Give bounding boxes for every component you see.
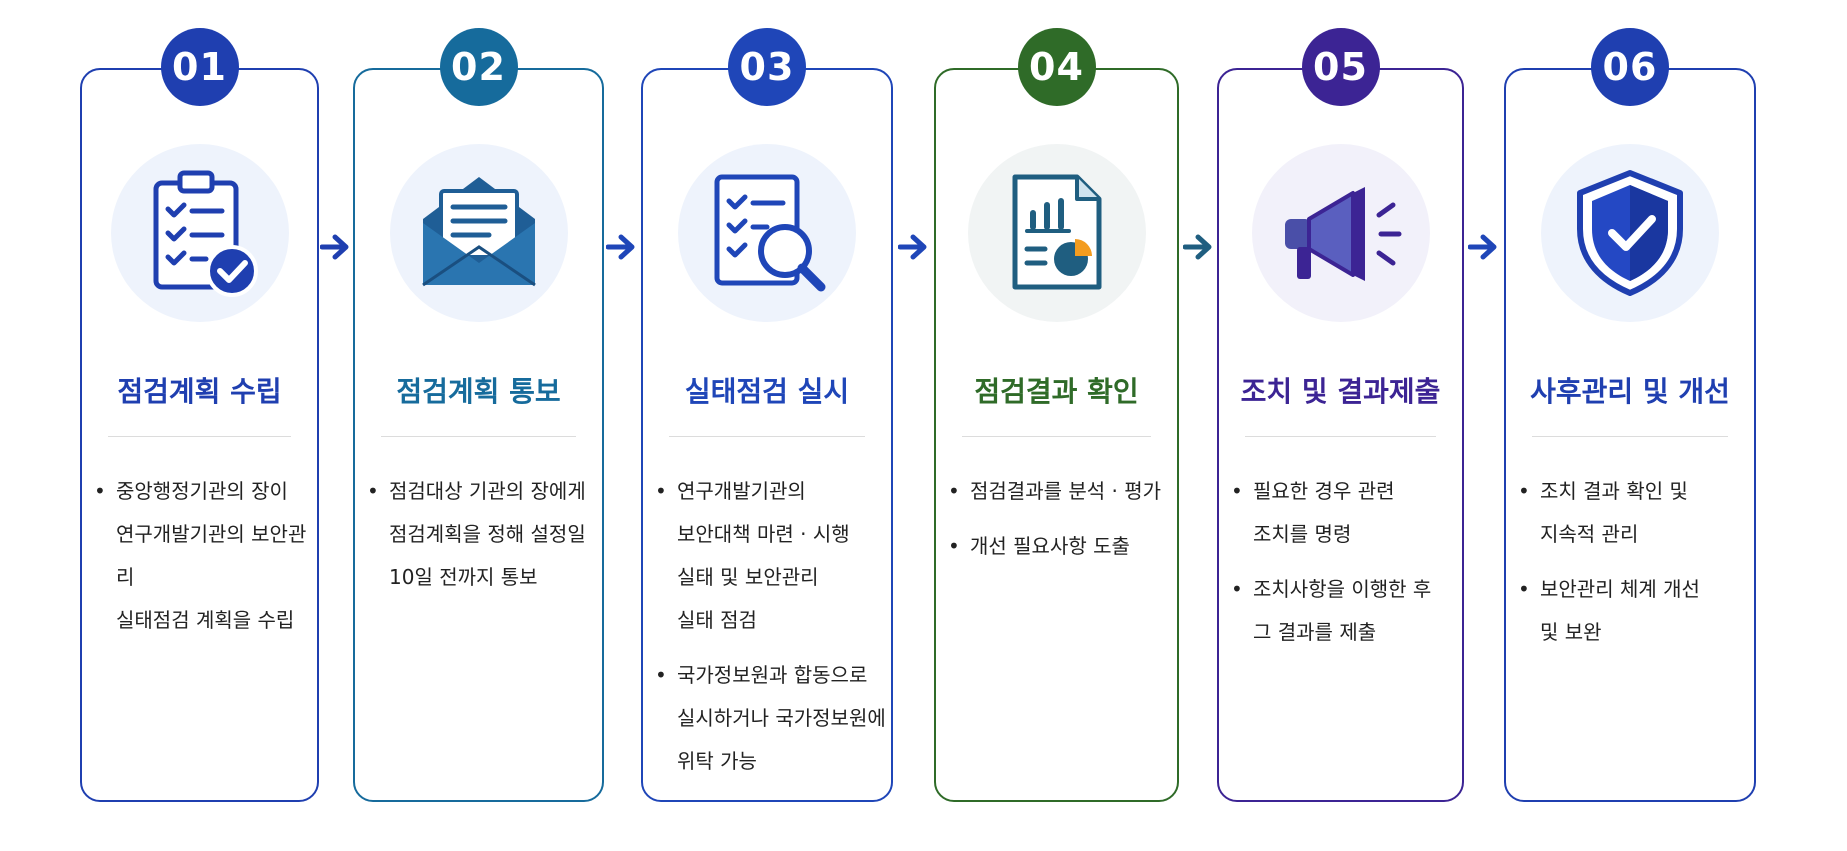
bullet-list: 점검결과를 분석 · 평가 개선 필요사항 도출 <box>948 470 1173 580</box>
step-number: 02 <box>439 28 518 106</box>
step-number: 04 <box>1017 28 1096 106</box>
arrow-right-icon <box>320 234 349 260</box>
bullet-item: 조치 결과 확인 및 지속적 관리 <box>1518 470 1750 556</box>
step-card-01: 01 점검계획 수립 중앙행정기관의 장이 연구개발기관의 보안관리 실태점검 … <box>80 28 319 802</box>
step-title: 점검결과 확인 <box>974 375 1139 408</box>
icon-circle <box>389 144 568 322</box>
bullet-item: 점검결과를 분석 · 평가 <box>948 470 1173 513</box>
step-card-02: 02 점검계획 통보 점검대상 기관의 장에게 점검계획을 정해 설정일 10일… <box>353 28 604 802</box>
divider <box>1245 436 1436 437</box>
bullet-item: 연구개발기관의 보안대책 마련 · 시행 실태 및 보안관리 실태 점검 <box>655 470 887 642</box>
step-title: 점검계획 수립 <box>117 375 282 408</box>
bullet-list: 조치 결과 확인 및 지속적 관리 보안관리 체계 개선 및 보완 <box>1518 470 1750 666</box>
divider <box>381 436 576 437</box>
arrow-right-icon <box>898 234 927 260</box>
bullet-item: 보안관리 체계 개선 및 보완 <box>1518 568 1750 654</box>
step-title: 사후관리 및 개선 <box>1530 375 1730 408</box>
step-card-05: 05 조치 및 결과제출 필요한 경우 관련 조치를 명령 조치사항을 이행한 … <box>1217 28 1464 802</box>
megaphone-icon <box>1284 187 1401 281</box>
divider <box>962 436 1151 437</box>
bullet-item: 국가정보원과 합동으로 실시하거나 국가정보원에 위탁 가능 <box>655 654 887 783</box>
step-card-03: 03 실태점검 실시 연구개발기관의 보안대책 마련 · 시행 실태 및 보안관… <box>641 28 893 802</box>
bullet-item: 조치사항을 이행한 후 그 결과를 제출 <box>1231 568 1458 654</box>
bullet-item: 중앙행정기관의 장이 연구개발기관의 보안관리 실태점검 계획을 수립 <box>94 470 313 642</box>
step-number: 03 <box>728 28 806 106</box>
step-number: 06 <box>1591 28 1669 106</box>
icon-circle <box>1251 144 1430 322</box>
bullet-item: 필요한 경우 관련 조치를 명령 <box>1231 470 1458 556</box>
bullet-list: 점검대상 기관의 장에게 점검계획을 정해 설정일 10일 전까지 통보 <box>367 470 598 611</box>
bullet-item: 점검대상 기관의 장에게 점검계획을 정해 설정일 10일 전까지 통보 <box>367 470 598 599</box>
divider <box>1532 436 1728 437</box>
report-chart-icon <box>1012 174 1101 290</box>
shield-check-icon <box>1577 170 1683 296</box>
bullet-list: 필요한 경우 관련 조치를 명령 조치사항을 이행한 후 그 결과를 제출 <box>1231 470 1458 666</box>
checklist-magnifier-icon <box>714 174 826 292</box>
bullet-list: 중앙행정기관의 장이 연구개발기관의 보안관리 실태점검 계획을 수립 <box>94 470 313 654</box>
step-card-06: 06 사후관리 및 개선 조치 결과 확인 및 지속적 관리 보안관리 체계 개… <box>1504 28 1756 802</box>
step-title: 점검계획 통보 <box>396 375 561 408</box>
divider <box>108 436 291 437</box>
bullet-item: 개선 필요사항 도출 <box>948 525 1173 568</box>
icon-circle <box>678 144 856 322</box>
envelope-letter-icon <box>421 177 536 287</box>
arrow-right-icon <box>606 234 635 260</box>
step-title: 조치 및 결과제출 <box>1240 375 1441 408</box>
arrow-right-icon <box>1468 234 1497 260</box>
divider <box>669 436 865 437</box>
icon-circle <box>110 144 289 322</box>
bullet-list: 연구개발기관의 보안대책 마련 · 시행 실태 및 보안관리 실태 점검 국가정… <box>655 470 887 795</box>
step-title: 실태점검 실시 <box>684 375 850 408</box>
step-number: 01 <box>160 28 239 106</box>
step-card-04: 04 점검결과 확인 점검결과를 분석 · 평가 개선 필요사항 도출 <box>934 28 1179 802</box>
clipboard-check-icon <box>153 170 258 297</box>
icon-circle <box>967 144 1146 322</box>
icon-circle <box>1541 144 1719 322</box>
step-number: 05 <box>1301 28 1380 106</box>
arrow-right-icon <box>1183 234 1212 260</box>
